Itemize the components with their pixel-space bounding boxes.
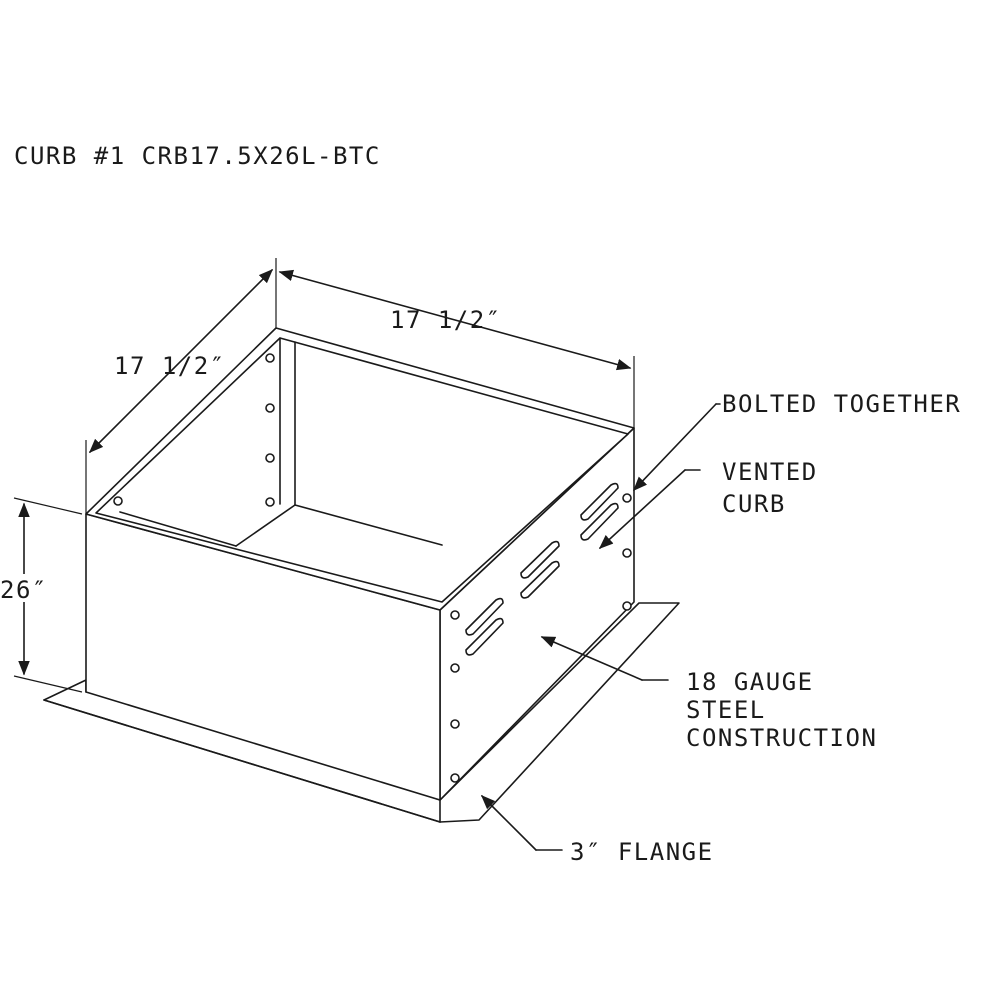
dimension-height: 26″ bbox=[0, 497, 83, 693]
callout-gauge-line3: CONSTRUCTION bbox=[686, 724, 877, 752]
callout-bolted-together-label: BOLTED TOGETHER bbox=[722, 390, 961, 418]
callout-bolted-together: BOLTED TOGETHER bbox=[633, 390, 961, 492]
callout-flange: 3″ FLANGE bbox=[480, 794, 714, 866]
dimension-top-width-label: 17 1/2″ bbox=[390, 306, 502, 334]
callout-vented-curb: VENTED CURB bbox=[598, 458, 818, 549]
callout-gauge-line2: STEEL bbox=[686, 696, 766, 724]
callout-vented-line2: CURB bbox=[722, 490, 786, 518]
dimension-left-width-label: 17 1/2″ bbox=[114, 352, 226, 380]
callout-gauge: 18 GAUGE STEEL CONSTRUCTION bbox=[540, 636, 877, 752]
callout-gauge-line1: 18 GAUGE bbox=[686, 668, 814, 696]
dimension-top-width: 17 1/2″ bbox=[275, 258, 635, 428]
callout-flange-label: 3″ FLANGE bbox=[570, 838, 714, 866]
dimension-left-width: 17 1/2″ bbox=[85, 268, 274, 514]
callout-vented-line1: VENTED bbox=[722, 458, 818, 486]
dimension-height-label: 26″ bbox=[0, 576, 48, 604]
corner-bolts bbox=[450, 493, 632, 783]
vent-louvers bbox=[465, 482, 619, 656]
drawing-title: CURB #1 CRB17.5X26L-BTC bbox=[14, 142, 381, 170]
